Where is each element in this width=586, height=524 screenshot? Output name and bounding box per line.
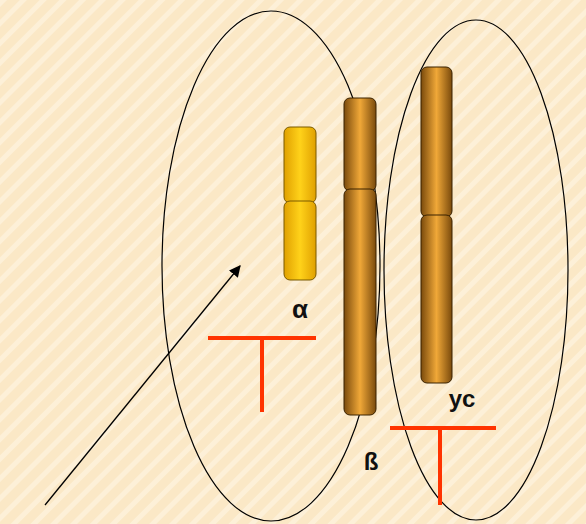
inhibition-symbol	[208, 338, 316, 412]
alpha-chain	[284, 127, 316, 280]
region-outline	[162, 11, 380, 521]
beta-chain	[344, 98, 376, 415]
inhibition-symbol	[390, 428, 496, 505]
pointer-arrow	[45, 266, 240, 505]
gamma-chain	[421, 67, 452, 383]
region-outline	[384, 20, 568, 520]
chain-label: α	[292, 296, 308, 322]
chain-label: ß	[364, 450, 379, 474]
chain-label: yc	[449, 387, 476, 411]
